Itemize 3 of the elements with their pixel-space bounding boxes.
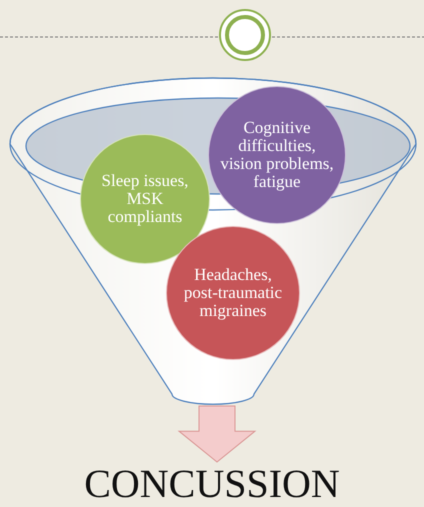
block-arrow [178,406,256,463]
funnel-shape [8,76,418,406]
result-title: CONCUSSION [83,462,341,506]
